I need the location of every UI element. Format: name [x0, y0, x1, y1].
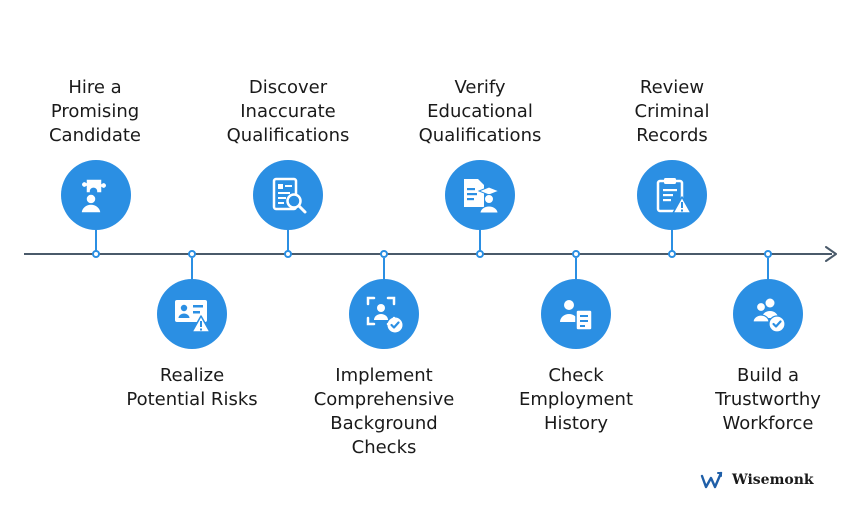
step-1-dot: [92, 250, 100, 258]
user-frame-check-icon: [366, 296, 403, 333]
step-5-dot: [476, 250, 484, 258]
step-1-icon-circle: [61, 160, 131, 230]
step-8-label: Build a Trustworthy Workforce: [715, 365, 821, 434]
timeline-line: [24, 253, 832, 255]
step-3-icon-circle: [253, 160, 323, 230]
step-4-stem: [383, 258, 385, 280]
step-5-icon-circle: [445, 160, 515, 230]
step-2-stem: [191, 258, 193, 280]
step-7-stem: [671, 230, 673, 251]
step-2-icon-circle: [157, 279, 227, 349]
step-3-label: Discover Inaccurate Qualifications: [226, 77, 350, 146]
user-document-icon: [560, 300, 593, 331]
step-5-stem: [479, 230, 481, 251]
step-2-label: Realize Potential Risks: [126, 365, 258, 410]
wisemonk-logo-icon: [700, 471, 723, 489]
step-6-label: Check Employment History: [518, 365, 634, 434]
step-3-stem: [287, 230, 289, 251]
step-6-dot: [572, 250, 580, 258]
step-8-stem: [767, 258, 769, 280]
step-6-stem: [575, 258, 577, 280]
step-1-label: Hire a Promising Candidate: [48, 77, 142, 146]
step-3-dot: [284, 250, 292, 258]
step-8-icon-circle: [733, 279, 803, 349]
step-4-icon-circle: [349, 279, 419, 349]
brand: Wisemonk: [700, 470, 814, 490]
step-1-stem: [95, 230, 97, 251]
step-8-dot: [764, 250, 772, 258]
id-card-warning-icon: [175, 300, 211, 333]
document-graduate-icon: [464, 179, 501, 214]
step-7-icon-circle: [637, 160, 707, 230]
users-check-icon: [752, 298, 786, 333]
step-5-label: Verify Educational Qualifications: [418, 77, 542, 146]
timeline-arrow-icon: [825, 246, 837, 262]
step-2-dot: [188, 250, 196, 258]
step-4-label: Implement Comprehensive Background Check…: [313, 365, 455, 458]
user-puzzle-icon: [80, 178, 108, 214]
document-search-icon: [272, 177, 307, 214]
brand-name: Wisemonk: [732, 472, 814, 488]
step-6-icon-circle: [541, 279, 611, 349]
step-7-label: Review Criminal Records: [634, 77, 710, 146]
step-7-dot: [668, 250, 676, 258]
step-4-dot: [380, 250, 388, 258]
clipboard-warning-icon: [656, 178, 692, 214]
